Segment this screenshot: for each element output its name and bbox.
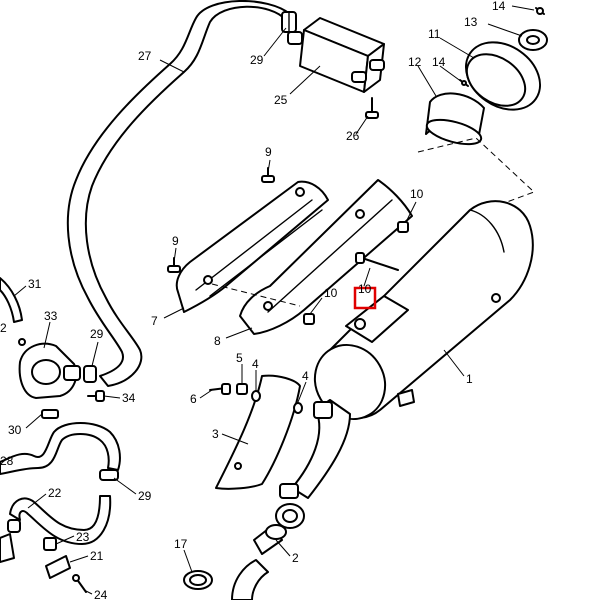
washer-4-a[interactable]	[251, 390, 261, 402]
gasket-13[interactable]	[518, 29, 548, 51]
seal-17[interactable]	[183, 570, 213, 590]
bolt-26[interactable]	[365, 97, 379, 119]
callout-1: 1	[466, 372, 473, 386]
callout-9-left: 9	[172, 234, 179, 248]
screw-14-top[interactable]	[535, 7, 545, 15]
end-cap-11[interactable]	[453, 28, 553, 123]
callout-5: 5	[236, 351, 243, 365]
hose-31[interactable]	[0, 277, 23, 323]
heat-shield-8[interactable]	[239, 179, 413, 335]
callout-10-b: 10	[324, 286, 338, 300]
callout-6: 6	[190, 392, 197, 406]
callout-24: 24	[94, 588, 108, 600]
callout-26: 26	[346, 129, 360, 143]
spacer-5[interactable]	[236, 383, 248, 395]
callout-21: 21	[90, 549, 104, 563]
callout-29-bottom: 29	[138, 489, 152, 503]
callout-10-c: 10	[358, 282, 372, 296]
highlight-marker	[353, 286, 377, 310]
exhaust-pipe[interactable]	[275, 399, 351, 529]
callout-14-top: 14	[492, 0, 506, 13]
pipe-shield-3[interactable]	[215, 374, 301, 490]
canister-25[interactable]	[287, 17, 385, 93]
water-pump-33[interactable]	[18, 338, 81, 399]
callout-13: 13	[464, 15, 478, 29]
callout-10-a: 10	[410, 187, 424, 201]
callout-14-mid: 14	[432, 55, 446, 69]
callout-17: 17	[174, 537, 188, 551]
washer-4-b[interactable]	[293, 402, 303, 414]
leader-lines	[13, 5, 535, 595]
assembly-line-end-cap	[417, 137, 535, 207]
callout-23: 23	[76, 530, 90, 544]
hose-clamp-29-bottom[interactable]	[99, 469, 119, 481]
callout-29-top: 29	[250, 53, 264, 67]
callout-33: 33	[44, 309, 58, 323]
callout-7: 7	[151, 314, 158, 328]
hose-clamp-29-top[interactable]	[281, 11, 297, 33]
callout-8: 8	[214, 334, 221, 348]
callout-3: 3	[212, 427, 219, 441]
callout-30: 30	[8, 423, 22, 437]
cap-23[interactable]	[43, 537, 57, 551]
callout-2: 2	[292, 551, 299, 565]
callout-28: 28	[0, 454, 14, 468]
callout-11: 11	[428, 27, 441, 41]
callout-34: 34	[122, 391, 136, 405]
assembly-line-heat-shield	[211, 283, 301, 307]
bolt-6[interactable]	[209, 383, 231, 395]
callout-29-left: 29	[90, 327, 104, 341]
bracket-21[interactable]	[45, 555, 71, 579]
lower-pipe[interactable]	[231, 559, 269, 600]
callout-25: 25	[274, 93, 288, 107]
bolt-34[interactable]	[87, 390, 105, 402]
callout-27: 27	[138, 49, 152, 63]
callout-22: 22	[48, 486, 62, 500]
callout-2-left: 2	[0, 321, 7, 335]
heat-shield-7[interactable]	[175, 180, 329, 313]
callout-4-b: 4	[302, 369, 309, 383]
callout-9-top: 9	[265, 145, 272, 159]
sleeve-12[interactable]	[424, 92, 485, 148]
callout-labels: 27 29 25 26 11 12 13 14 14 9 9 10 10 10 …	[0, 0, 506, 600]
callout-4-a: 4	[252, 357, 259, 371]
hose-27[interactable]	[66, 0, 291, 387]
clip-30[interactable]	[41, 409, 59, 419]
hose-22[interactable]	[0, 495, 112, 563]
screw-24[interactable]	[72, 574, 87, 593]
nut-10-a[interactable]	[397, 221, 409, 233]
gasket-2[interactable]	[253, 524, 287, 555]
hose-clamp-29-left[interactable]	[83, 365, 97, 383]
nut-10-b[interactable]	[303, 313, 315, 325]
callout-31: 31	[28, 277, 42, 291]
bolt-10-long[interactable]	[355, 252, 399, 271]
callout-12: 12	[408, 55, 422, 69]
